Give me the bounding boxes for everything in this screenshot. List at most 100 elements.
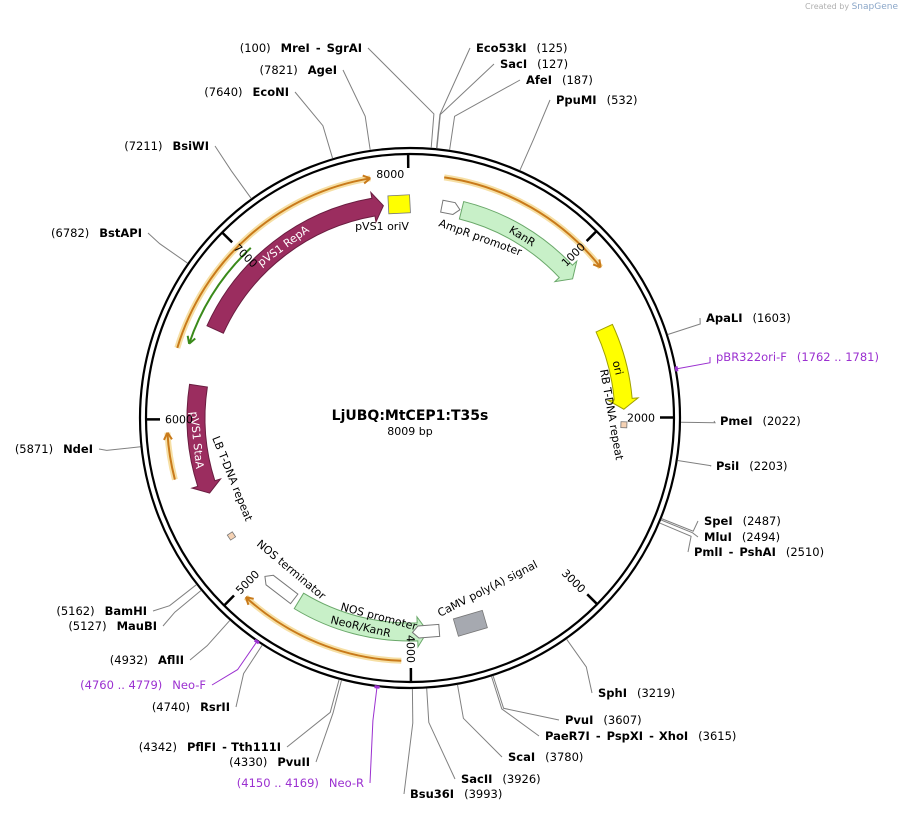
inner-feature-label: pVS1 oriV [355,220,409,233]
ruler-tick [221,231,234,244]
site-label-part: AgeI [308,63,337,77]
site-label-part: (187) [562,73,593,87]
primer-mark [253,638,260,645]
restriction-site-label: PmlI-PshAI (2510) [694,545,824,559]
site-label-part: PaeR7I [545,729,590,743]
restriction-site-label: (7211)BsiWI [124,139,209,153]
small-feature [264,574,299,605]
restriction-site-label: ScaI(3780) [508,750,583,764]
site-label-part: (3219) [637,686,675,700]
credit-brand: SnapGene [851,2,898,12]
ruler-tick-label: 8000 [376,168,404,181]
site-label-part: (5871) [15,442,53,456]
ruler-tick-label: 5000 [233,568,262,597]
orange-arc-head [592,259,602,269]
site-label-part: (2494) [742,530,780,544]
credit-prefix: Created by [805,2,850,11]
site-leader [457,684,503,758]
site-leader [680,420,716,424]
site-leader [449,79,521,150]
site-label-part: - [729,545,734,559]
site-label-part: BstAPI [99,226,142,240]
restriction-site-label: (5162)BamHI [56,604,147,618]
restriction-site-label: SphI(3219) [598,686,675,700]
restriction-site-label: SacII (3926) [461,772,541,786]
site-label-part: PspXI [607,729,643,743]
site-leader [677,460,712,467]
restriction-site-label: SacI(127) [500,57,568,71]
restriction-site-label: (5871)NdeI [15,442,93,456]
restriction-site-label: ApaLI (1603) [706,311,791,325]
restriction-site-label: Eco53kI(125) [476,41,567,55]
site-label-part: (1762 .. 1781) [797,350,879,364]
site-label-part: BsiWI [172,139,209,153]
site-label-part: (125) [537,41,568,55]
feature-arrow [595,323,640,410]
site-leader [342,69,371,150]
site-leader [659,522,692,553]
site-label-part: PflFI [187,740,216,754]
primer-mark [374,685,380,689]
ruler-tick-label: 2000 [627,412,655,425]
site-leader [147,232,188,264]
site-label-part: (2487) [743,514,781,528]
site-label-part: (2510) [786,545,824,559]
site-label-part: (2022) [763,414,801,428]
site-leader [676,357,711,370]
site-label-part: (100) [240,41,271,55]
green-arc-head [186,335,196,345]
site-label-part: RsrII [200,700,230,714]
primer-mark [674,366,679,372]
restriction-site-label: (4932)AflII [110,653,184,667]
feature-arrow [206,190,384,334]
site-leader [436,47,471,149]
ruler-tick [223,594,235,607]
site-label-part: (1603) [753,311,791,325]
small-feature [387,194,411,215]
site-leader [214,145,252,199]
site-label-part: Tth111I [231,740,281,754]
orange-arc [444,176,602,269]
site-label-part: AflII [158,653,184,667]
site-leader [491,676,540,737]
site-label-part: (3993) [464,787,502,801]
site-label-part: (3926) [502,772,540,786]
snapgene-credit: Created by SnapGene [805,2,898,12]
site-leader [286,679,340,748]
restriction-site-label: PvuI(3607) [565,713,642,727]
small-feature [411,623,441,639]
site-leader [519,99,551,171]
plasmid-length: 8009 bp [387,425,432,438]
restriction-site-label: AfeI(187) [526,73,593,87]
inner-feature-label: CaMV poly(A) signal [435,558,539,620]
feature-arrow [293,592,429,649]
restriction-site-label: Bsu36I(3993) [410,787,502,801]
site-label-part: PmlI [694,545,723,559]
restriction-site-label: PsiI(2203) [716,459,788,473]
restriction-site-label: (6782)BstAPI [51,226,142,240]
site-label-part: (3607) [603,713,641,727]
restriction-site-label: (4740)RsrII [152,700,230,714]
site-label-part: SacII [461,772,492,786]
site-leader [162,590,202,627]
site-leader [367,47,435,148]
ruler-tick-label: 3000 [559,567,588,596]
site-leader [369,686,378,784]
site-label-part: - [316,41,321,55]
restriction-site-label: PaeR7I-PspXI-XhoI(3615) [545,729,736,743]
restriction-site-label: SpeI(2487) [704,514,781,528]
site-label-part: SgrAI [327,41,362,55]
site-label-part: (3615) [698,729,736,743]
site-leader [667,317,701,335]
site-label-part: ApaLI [706,311,743,325]
site-label-part: (4330) [229,755,267,769]
orange-arc-head [163,432,173,441]
site-label-part: PshAI [739,545,775,559]
site-label-part: (7821) [260,63,298,77]
site-leader [436,63,495,149]
site-leader [315,680,342,763]
site-leader [235,644,263,708]
site-label-part: - [649,729,654,743]
restriction-site-label: PmeI(2022) [720,414,801,428]
